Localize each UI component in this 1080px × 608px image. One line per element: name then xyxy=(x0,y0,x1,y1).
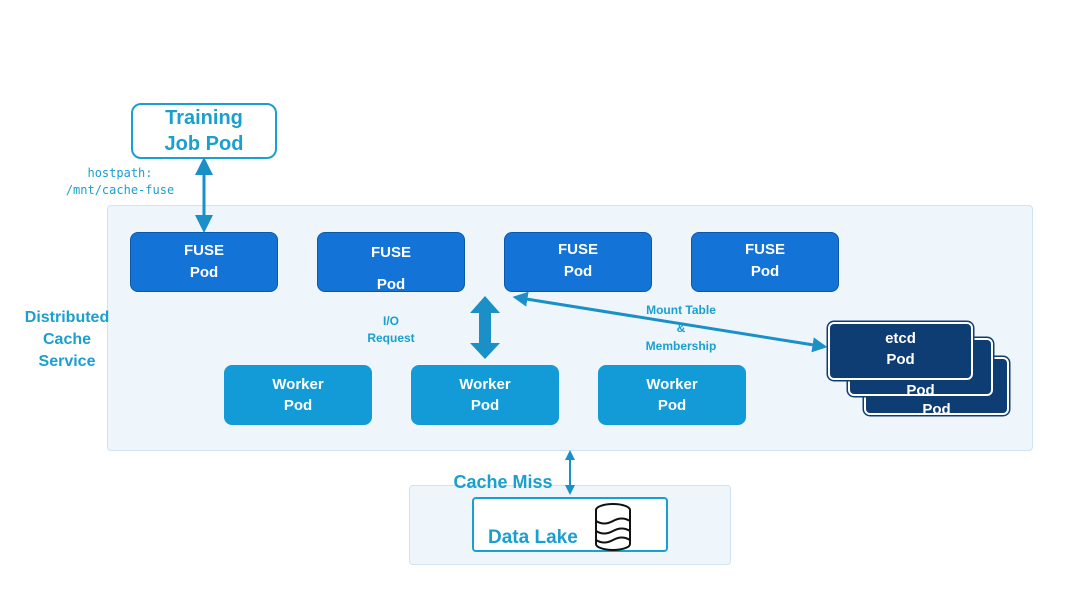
distributed-cache-line1: Distributed xyxy=(24,309,110,326)
fuse-pod: FUSE Pod xyxy=(504,232,652,292)
fuse-pod-label: Pod xyxy=(376,276,406,293)
worker-pod: Worker Pod xyxy=(598,365,746,425)
fuse-pod: FUSE Pod xyxy=(691,232,839,292)
distributed-cache-line2: Cache xyxy=(42,331,92,348)
fuse-pod-title: FUSE xyxy=(370,244,411,261)
etcd-pod-label: Pod xyxy=(886,351,915,368)
etcd-pod-front: etcd Pod xyxy=(828,322,973,380)
data-lake-label: Data Lake xyxy=(488,527,578,548)
hostpath-label: hostpath: /mnt/cache-fuse xyxy=(45,165,195,199)
fuse-pod-title: FUSE xyxy=(557,241,598,258)
training-job-pod-line2: Job Pod xyxy=(164,133,244,155)
worker-pod-title: Worker xyxy=(272,376,324,393)
distributed-cache-line3: Service xyxy=(38,353,96,370)
fuse-pod-label: Pod xyxy=(189,264,219,281)
mount-table-arrow xyxy=(512,291,828,353)
cache-miss-label: Cache Miss xyxy=(453,472,553,492)
etcd-pod-title: etcd xyxy=(885,330,916,347)
fuse-pod: FUSE Pod xyxy=(130,232,278,292)
etcd-pod-label: Pod xyxy=(906,382,935,399)
fuse-pod: FUSE Pod xyxy=(317,232,465,293)
worker-pod-title: Worker xyxy=(459,376,511,393)
training-job-pod-line1: Training xyxy=(165,107,243,129)
hostpath-line1: hostpath: xyxy=(87,166,153,180)
io-request-line1: I/O xyxy=(382,314,399,328)
hostpath-line2: /mnt/cache-fuse xyxy=(65,183,175,197)
worker-pod-label: Pod xyxy=(283,397,313,414)
fuse-pod-title: FUSE xyxy=(183,242,224,259)
fuse-pod-label: Pod xyxy=(750,263,780,280)
worker-pod-label: Pod xyxy=(470,397,500,414)
distributed-cache-label: Distributed Cache Service xyxy=(14,307,120,373)
io-request-label: I/O Request xyxy=(355,313,427,347)
io-request-arrow xyxy=(470,296,500,359)
etcd-pod-label: Pod xyxy=(922,401,951,418)
data-lake: Data Lake xyxy=(472,497,668,552)
fuse-pod-label: Pod xyxy=(563,263,593,280)
database-icon xyxy=(595,503,631,551)
fuse-pod-title: FUSE xyxy=(744,241,785,258)
worker-pod: Worker Pod xyxy=(411,365,559,425)
worker-pod-label: Pod xyxy=(657,397,687,414)
worker-pod-title: Worker xyxy=(646,376,698,393)
io-request-line2: Request xyxy=(367,331,415,345)
worker-pod: Worker Pod xyxy=(224,365,372,425)
